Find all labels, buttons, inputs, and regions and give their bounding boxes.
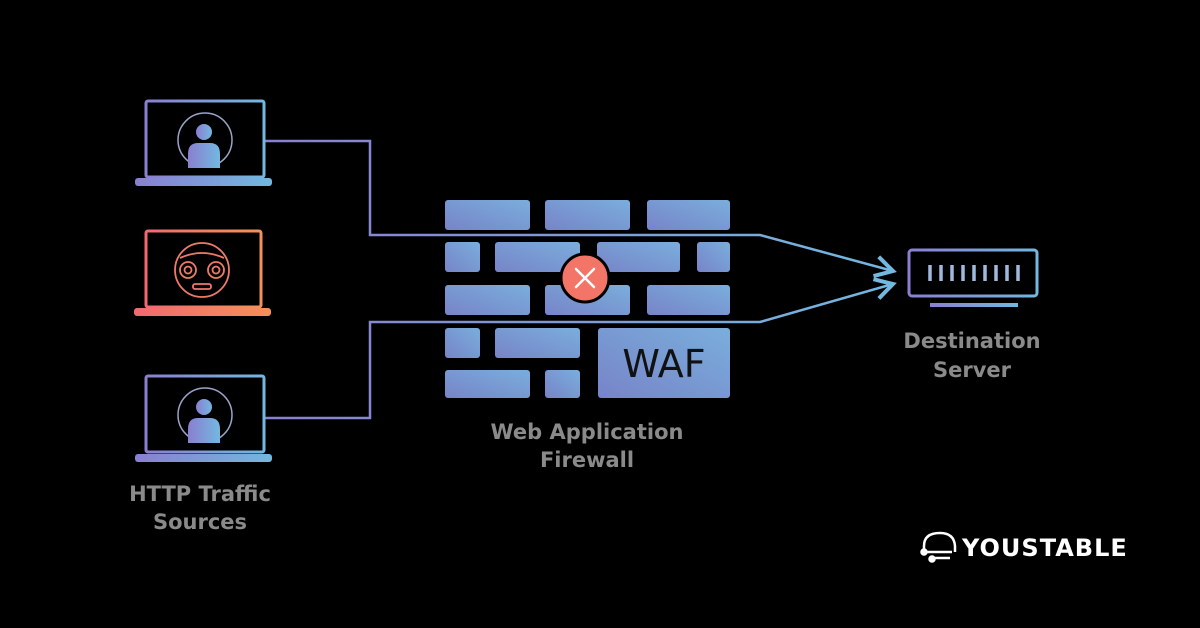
waf-badge: WAF xyxy=(622,342,705,386)
server-icon xyxy=(907,248,1039,307)
laptop-user-top xyxy=(135,99,272,186)
block-x-icon xyxy=(559,252,611,304)
sources-label-line2: Sources xyxy=(153,510,247,534)
dest-label-line2: Server xyxy=(933,358,1012,382)
bot-icon xyxy=(174,242,230,298)
laptop-user-bottom xyxy=(135,374,272,462)
user-icon xyxy=(177,387,233,443)
waf-wall xyxy=(445,200,730,398)
sources-label-line1: HTTP Traffic xyxy=(129,482,271,506)
dest-label-line1: Destination xyxy=(903,329,1040,353)
waf-label-line1: Web Application xyxy=(491,420,684,444)
brand-name: YOUSTABLE xyxy=(961,534,1128,562)
waf-label-line2: Firewall xyxy=(540,448,634,472)
laptop-bot xyxy=(134,229,271,316)
brand-logo-icon xyxy=(920,531,957,563)
user-icon xyxy=(177,112,233,168)
